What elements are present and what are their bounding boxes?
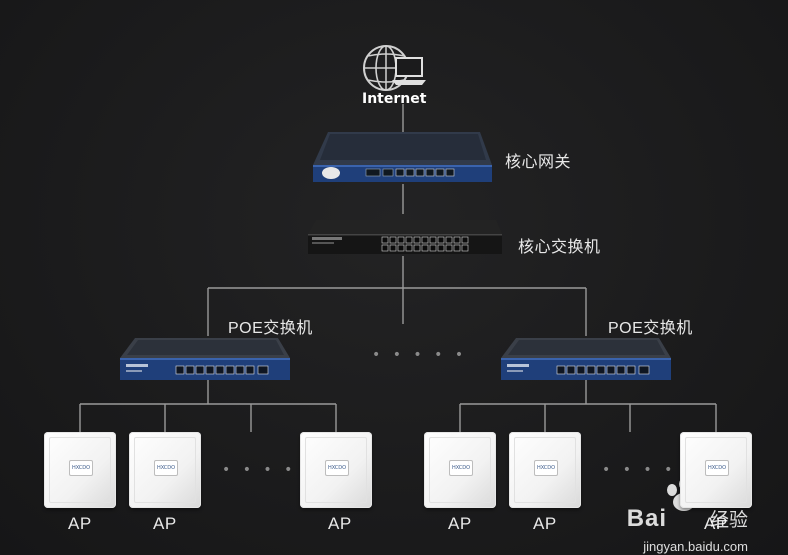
watermark-url: jingyan.baidu.com: [643, 539, 748, 554]
access-point: HXCDO: [44, 432, 116, 508]
poe-switch-left-device: [120, 338, 290, 380]
ap-brand-badge: HXCDO: [325, 460, 349, 476]
access-point: HXCDO: [129, 432, 201, 508]
poe-switch-left-label: POE交换机: [228, 320, 313, 337]
access-point: HXCDO: [680, 432, 752, 508]
access-point: HXCDO: [509, 432, 581, 508]
ap-brand-badge: HXCDO: [449, 460, 473, 476]
core-switch-device: [308, 220, 502, 254]
internet-label: Internet: [362, 91, 427, 107]
watermark-brand: Bai: [626, 505, 668, 532]
ap-label: AP: [448, 514, 472, 533]
ap-label: AP: [704, 514, 728, 533]
poe-switch-right-label: POE交换机: [608, 320, 693, 337]
access-point: HXCDO: [300, 432, 372, 508]
ellipsis-left: • • • • •: [222, 462, 318, 478]
core-switch-label: 核心交换机: [518, 239, 601, 256]
connection-lines: [79, 104, 717, 432]
ap-brand-badge: HXCDO: [69, 460, 93, 476]
ap-label: AP: [68, 514, 92, 533]
ap-brand-badge: HXCDO: [154, 460, 178, 476]
poe-switch-right-device: [501, 338, 671, 380]
ellipsis-middle: • • • • •: [372, 347, 468, 363]
access-point: HXCDO: [424, 432, 496, 508]
ap-label: AP: [328, 514, 352, 533]
ellipsis-right: • • • •: [602, 462, 677, 478]
ap-label: AP: [533, 514, 557, 533]
laptop-icon: [392, 57, 426, 85]
core-gateway-label: 核心网关: [505, 154, 572, 171]
core-gateway-device: [313, 132, 492, 182]
ap-brand-badge: HXCDO: [534, 460, 558, 476]
baidu-jingyan-watermark: Bai 经验 jingyan.baidu.com: [626, 505, 748, 554]
ap-label: AP: [153, 514, 177, 533]
watermark-brand-cn: 经验: [709, 510, 748, 531]
ap-brand-badge: HXCDO: [705, 460, 729, 476]
